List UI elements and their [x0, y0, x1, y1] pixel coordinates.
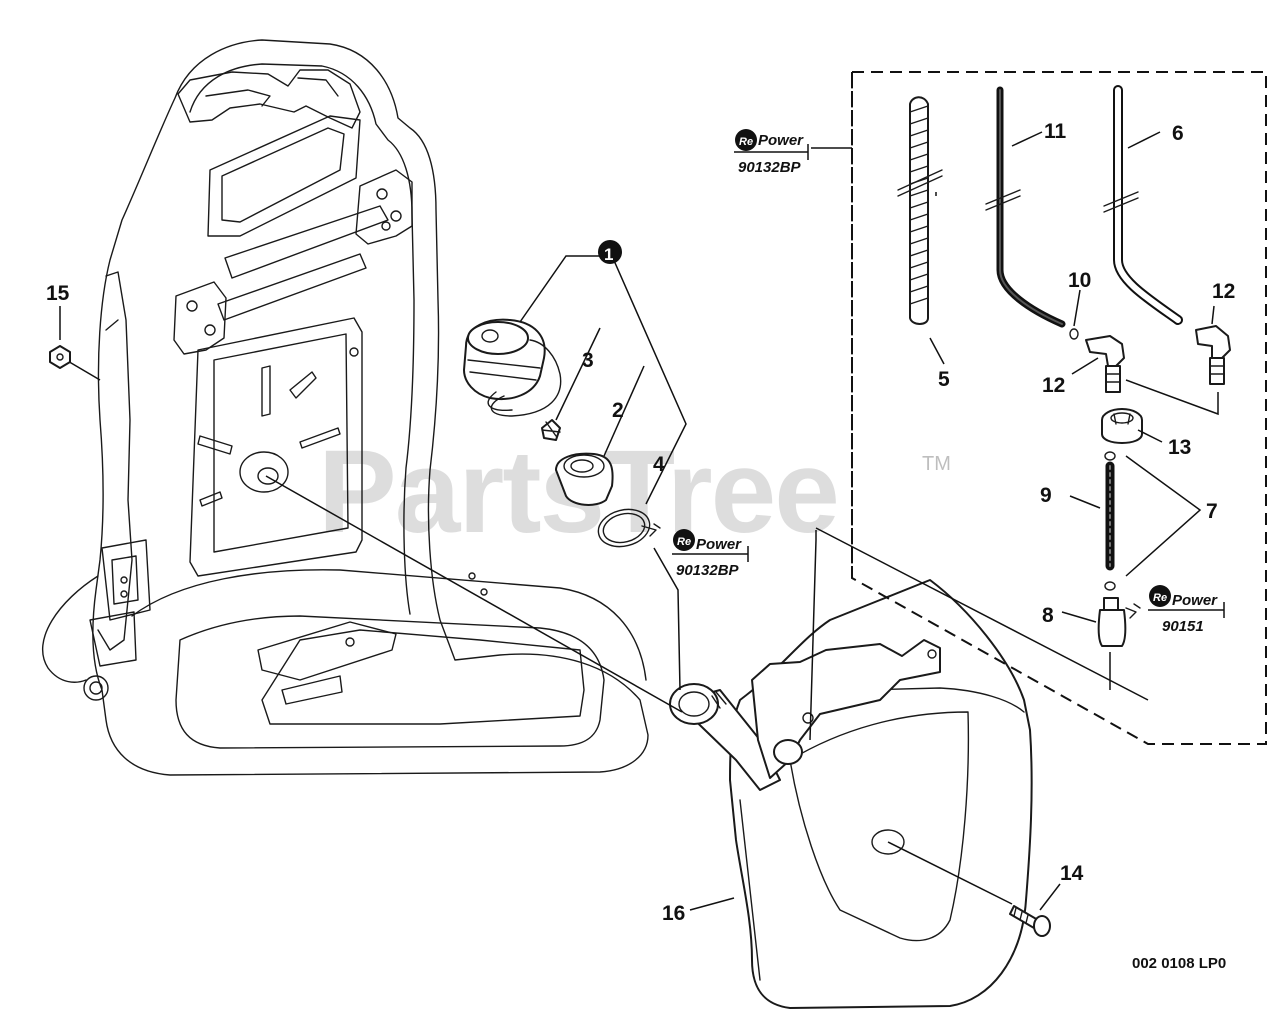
- kit-mark-filter: Re Power 90151: [1148, 585, 1225, 635]
- tank-screw: [1009, 905, 1051, 937]
- kit-badge: Re: [739, 136, 753, 148]
- callout-numbers: 1 2 3 4 5 6 7 8 9 10 11 12 12 13 14 15 1…: [46, 120, 1235, 925]
- callout-15: 15: [46, 282, 70, 305]
- callout-2: 2: [612, 399, 624, 422]
- kit-mark-oring: Re Power 90132BP: [672, 529, 749, 579]
- kit-part-number: 90132BP: [738, 159, 802, 176]
- callout-16: 16: [662, 902, 685, 925]
- kit-part-number: 90151: [1162, 618, 1204, 635]
- callout-8: 8: [1042, 604, 1054, 627]
- kit-mark-cap: Re Power 90132BP: [734, 129, 809, 176]
- kit-badge: Re: [1153, 592, 1167, 604]
- drawing-code: 002 0108 LP0: [1132, 955, 1226, 972]
- callout-3: 3: [582, 349, 594, 372]
- backpack-frame: [42, 39, 649, 776]
- callout-1: 1: [604, 245, 613, 264]
- frame-nut: [49, 345, 71, 369]
- kit-brand: Power: [696, 536, 742, 553]
- leader-lines: [59, 131, 1215, 911]
- kit-part-number: 90132BP: [676, 562, 740, 579]
- callout-14: 14: [1060, 862, 1084, 885]
- callout-11: 11: [1044, 120, 1067, 143]
- kit-brand: Power: [1172, 592, 1218, 609]
- kit-marker: [598, 240, 622, 264]
- watermark-tm: TM: [922, 453, 951, 475]
- callout-4: 4: [653, 453, 665, 476]
- kit-badge: Re: [677, 536, 691, 548]
- callout-13: 13: [1168, 436, 1191, 459]
- fuel-line-kit: [851, 71, 1267, 745]
- callout-10: 10: [1068, 269, 1091, 292]
- callout-9: 9: [1040, 484, 1052, 507]
- callout-12-left: 12: [1042, 374, 1065, 397]
- kit-brand: Power: [758, 132, 804, 149]
- callout-6: 6: [1172, 122, 1184, 145]
- fuel-cap-assembly: [463, 240, 687, 548]
- callout-7: 7: [1206, 500, 1218, 523]
- fuel-tank: [669, 579, 1033, 1009]
- callout-5: 5: [938, 368, 950, 391]
- callout-12-right: 12: [1212, 280, 1235, 303]
